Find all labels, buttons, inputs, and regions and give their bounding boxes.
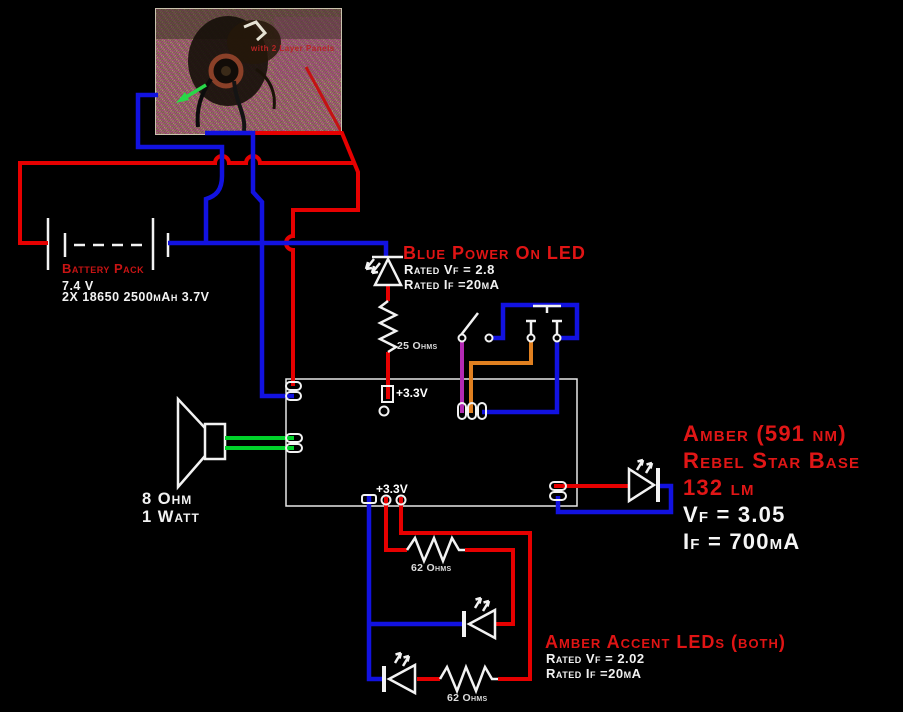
wire-blue-photo-bottom-to-board	[205, 130, 294, 399]
wire-green-speaker	[225, 436, 294, 450]
battery-pack-label: Battery Pack	[62, 261, 145, 276]
accent-leds-rated-if: Rated If =20mA	[546, 666, 642, 681]
resistor-25ohm-label: 25 Ohms	[397, 340, 438, 352]
main-led-line1: Amber (591 nm)	[683, 421, 847, 446]
accent-leds-title: Amber Accent LEDs (both)	[545, 632, 786, 652]
battery-cells: 2X 18650 2500mAh 3.7V	[62, 290, 210, 304]
controller-photo-overlay: with 2 Layer Panels	[156, 9, 341, 134]
photo-white-bracket	[243, 20, 268, 42]
main-amber-led-symbol	[627, 458, 660, 504]
photo-caption: with 2 Layer Panels	[250, 44, 335, 53]
photo-dark-blob2	[227, 20, 281, 64]
power-led-title: Blue Power On LED	[403, 243, 586, 263]
blue-power-led-symbol	[364, 255, 404, 287]
main-led-vf: Vf = 3.05	[683, 502, 786, 527]
led-emission-arrows	[393, 651, 411, 667]
amplifier-board-outline	[285, 378, 578, 507]
led-emission-arrows	[635, 458, 654, 474]
wire-red-photo-to-board	[253, 131, 360, 386]
accent-leds-rated-vf: Rated Vf = 2.02	[546, 651, 645, 666]
photo-black-wire-3	[255, 67, 276, 110]
accent-amber-led-2-symbol	[382, 651, 417, 696]
speaker-power-label: 1 Watt	[142, 508, 200, 526]
main-led-if: If = 700mA	[683, 529, 801, 554]
wire-red-battery-rail	[18, 154, 355, 245]
wire-red-accent-led-2	[399, 497, 532, 681]
wire-red-accent-led-1	[384, 497, 515, 626]
rail-33v-top-label: +3.3V	[396, 386, 428, 400]
power-switch-symbol	[457, 312, 494, 343]
led-emission-arrows	[473, 596, 491, 612]
rail-33v-bottom-label: +3.3V	[376, 482, 408, 496]
speaker-symbol	[176, 395, 227, 491]
resistor-25ohm	[377, 300, 399, 354]
wire-orange-button	[469, 341, 533, 413]
speaker-impedance-label: 8 Ohm	[142, 490, 193, 508]
photo-green-arrowhead	[176, 92, 189, 103]
wire-blue-accent-return	[366, 496, 462, 682]
wire-blue-main-led-return	[555, 483, 674, 515]
power-led-rated-if: Rated If =20mA	[404, 277, 500, 292]
controller-photo: with 2 Layer Panels	[155, 8, 342, 135]
wire-blue-button-to-pad	[482, 341, 560, 415]
photo-black-wire-2	[232, 80, 247, 132]
led-emission-arrows	[364, 258, 381, 275]
wire-blue-photo-left	[135, 92, 225, 243]
wire-blue-battery-rail	[168, 240, 389, 256]
power-led-rated-vf: Rated Vf = 2.8	[404, 262, 495, 277]
resistor-62ohm-bottom-label: 62 Ohms	[447, 692, 488, 704]
main-led-line3: 132 lm	[683, 475, 755, 500]
board-pads	[285, 381, 567, 506]
resistor-62ohm-top	[405, 534, 465, 565]
photo-red-wire	[304, 66, 341, 134]
main-led-line2: Rebel Star Base	[683, 448, 861, 473]
battery-voltage: 7.4 V	[62, 279, 94, 293]
resistor-62ohm-bottom	[438, 663, 498, 695]
photo-motor-hub	[221, 66, 231, 76]
photo-black-wire-1	[195, 77, 213, 128]
push-button-symbol	[526, 304, 562, 343]
accent-amber-led-1-symbol	[462, 596, 497, 641]
resistor-62ohm-top-label: 62 Ohms	[411, 562, 452, 574]
